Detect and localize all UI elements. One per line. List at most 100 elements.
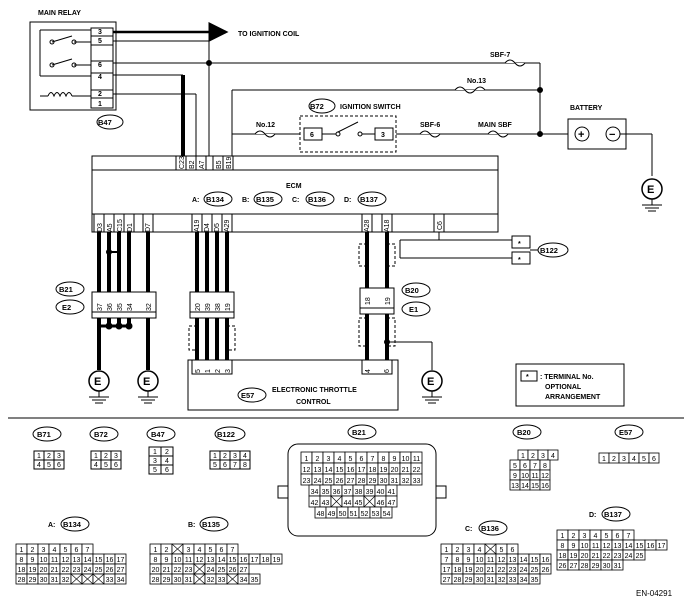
b21-connector: B21 E2 37 36 35 34 32 20 39 38 19 [55, 281, 235, 319]
ecm-pin-b2: B2 [189, 160, 196, 169]
b136-pin-number: 20 [476, 567, 484, 574]
view-b137-key: D: [589, 512, 596, 519]
b137-pin-number: 20 [581, 553, 589, 560]
e57-pin-number: 5 [642, 456, 646, 463]
ecm-pin-d4: D4 [204, 223, 211, 232]
view-b71-grid: 1 2 3 4 5 6 [33, 450, 65, 470]
ground-icon [422, 391, 442, 404]
b136-pin-cell [528, 573, 541, 585]
b21-pin-number: 30 [380, 478, 388, 485]
b135-pin-number: 26 [229, 567, 237, 574]
b21-pin-number: 38 [355, 489, 363, 496]
b72-cell: 4 [94, 462, 98, 469]
b135-pin-number: 20 [152, 567, 160, 574]
e57-pin-number: 1 [602, 456, 606, 463]
b137-pin-number: 3 [583, 533, 587, 540]
b21-pin-number: 50 [339, 511, 347, 518]
b21-pin-number: 45 [355, 500, 363, 507]
b137-pin-number: 22 [603, 553, 611, 560]
b134-pin-number: 34 [117, 577, 125, 584]
e57-pin-number: 2 [612, 456, 616, 463]
b21-pin-number: 44 [344, 500, 352, 507]
b134-pin-number: 13 [73, 557, 81, 564]
ecm-pin-d3: D3 [97, 223, 104, 232]
view-e57-label: E57 [619, 428, 632, 437]
ground-icon [89, 391, 109, 404]
b47-cell: 2 [165, 449, 169, 456]
b134-pin-number: 5 [64, 547, 68, 554]
b21-pin-number: 23 [303, 478, 311, 485]
view-b134-label: B134 [63, 520, 82, 529]
relay-switch-icon [39, 29, 91, 77]
b47-cell: 6 [165, 467, 169, 474]
b135-pin-number: 1 [154, 547, 158, 554]
b21-pin-number: 12 [303, 467, 311, 474]
b135-pin-cell [270, 553, 283, 565]
legend-line-1: : TERMINAL No. [540, 374, 594, 381]
b134-pin-cell [114, 573, 127, 585]
relay-pin-1: 1 [98, 101, 102, 108]
ecm-pin-c6: C6 [437, 221, 444, 230]
e57-pin-3: 3 [225, 369, 232, 373]
b134-blank-pin [92, 573, 105, 585]
e57-pin-2: 2 [215, 369, 222, 373]
ignition-pin-6: 6 [310, 132, 314, 139]
b137-pin-number: 11 [592, 543, 599, 550]
b135-pin-number: 6 [220, 547, 224, 554]
b135-pin-number: 10 [174, 557, 182, 564]
b72-cell: 6 [114, 462, 118, 469]
b137-pin-number: 27 [570, 563, 578, 570]
b136-pin-number: 5 [500, 547, 504, 554]
b21-pin-number: 11 [413, 456, 420, 463]
view-b136-key: C: [465, 526, 472, 533]
b135-pin-number: 2 [165, 547, 169, 554]
fuse-sbf7-label: SBF-7 [490, 52, 510, 59]
b21-pin-number: 6 [360, 456, 364, 463]
b137-pin-number: 30 [603, 563, 611, 570]
legend-star: * [526, 374, 529, 381]
b21-pin-number: 20 [391, 467, 399, 474]
b21-pin-number: 1 [305, 456, 309, 463]
b137-pin-number: 24 [625, 553, 633, 560]
fuse-icon [254, 59, 526, 138]
e57-pin-cell [648, 452, 660, 464]
b21-pin-number: 3 [327, 456, 331, 463]
fuse-no12-label: No.12 [256, 122, 275, 129]
b20-pin-number: 14 [521, 483, 529, 490]
b21-pin-number: 29 [369, 478, 377, 485]
b21-pin-number: 14 [325, 467, 333, 474]
fuse-no13-label: No.13 [467, 78, 486, 85]
b136-pin-number: 7 [445, 557, 449, 564]
b21-pin-number: 26 [336, 478, 344, 485]
b137-pin-cell [633, 549, 646, 561]
ignition-switch: B72 IGNITION SWITCH 6 3 [299, 98, 401, 153]
ground-label-3: E [427, 376, 434, 388]
b137-pin-cell [655, 539, 668, 551]
ignition-pin-3: 3 [381, 132, 385, 139]
b21-pin-number: 22 [413, 467, 421, 474]
b134-pin-number: 12 [62, 557, 70, 564]
b137-pin-number: 12 [603, 543, 611, 550]
b20-pin-number: 16 [541, 483, 549, 490]
b137-pin-number: 18 [559, 553, 567, 560]
b136-pin-number: 15 [531, 557, 539, 564]
b21-pin-19: 19 [225, 303, 232, 311]
throttle-wires [97, 314, 433, 370]
e2-label: E2 [62, 303, 71, 312]
b136-pin-number: 29 [465, 577, 473, 584]
b71-cell: 2 [47, 453, 51, 460]
ground-label-1: E [94, 376, 101, 388]
b134-pin-number: 24 [84, 567, 92, 574]
b136-pin-number: 22 [498, 567, 506, 574]
ecm-connector-legend: A: B134 B: B135 C: B136 D: B137 [192, 191, 387, 207]
b134-pin-number: 23 [73, 567, 81, 574]
b137-pin-number: 2 [572, 533, 576, 540]
e57-pin-5: 5 [195, 369, 202, 373]
b134-pin-number: 20 [40, 567, 48, 574]
legend-line-3: ARRANGEMENT [545, 394, 601, 401]
b135-blank-pin [193, 573, 206, 585]
b21-pin-number: 32 [402, 478, 410, 485]
b136-pin-number: 1 [445, 547, 449, 554]
battery: BATTERY + − E [567, 105, 663, 212]
